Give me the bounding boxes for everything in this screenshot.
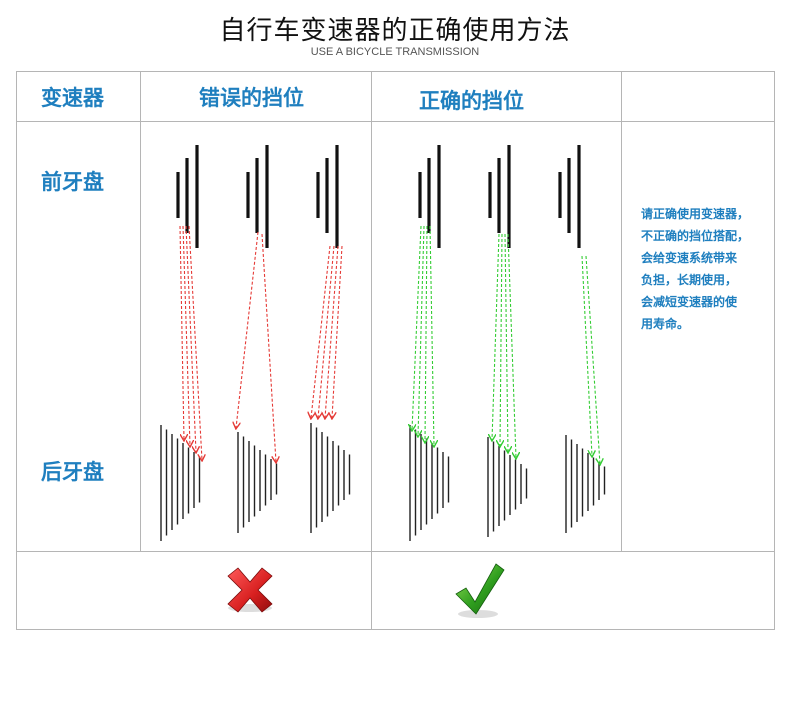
shift-arrow xyxy=(500,233,502,446)
page-subtitle: USE A BICYCLE TRANSMISSION xyxy=(310,46,480,58)
front-chainrings xyxy=(176,145,581,248)
shift-arrow xyxy=(507,233,516,458)
red-cross-icon xyxy=(227,567,273,613)
correct-gear-arrows xyxy=(412,225,600,464)
shift-arrow xyxy=(179,225,184,440)
note-line: 请正确使用变速器， xyxy=(641,207,750,221)
shift-arrow xyxy=(318,245,335,418)
shift-arrow xyxy=(332,245,343,418)
shift-arrow xyxy=(311,245,331,418)
green-check-icon xyxy=(455,563,505,618)
note-line: 用寿命。 xyxy=(641,317,690,331)
shift-arrow xyxy=(185,225,196,452)
header-wrong-gear: 错误的挡位 xyxy=(199,86,304,110)
shift-arrow xyxy=(585,255,600,464)
shift-arrow xyxy=(505,233,508,452)
label-rear-cassette: 后牙盘 xyxy=(41,460,104,484)
shift-arrow xyxy=(261,233,276,462)
shift-arrow xyxy=(492,233,500,440)
rear-cassettes xyxy=(160,423,606,541)
shift-arrow xyxy=(429,225,434,446)
shift-arrow xyxy=(418,225,425,436)
shift-arrow xyxy=(412,225,422,430)
shift-arrow xyxy=(182,225,190,446)
shift-arrow xyxy=(325,245,339,418)
note-line: 会减短变速器的使 xyxy=(641,295,738,309)
wrong-gear-arrows xyxy=(179,225,343,462)
shift-arrow xyxy=(581,255,592,456)
header-derailleur: 变速器 xyxy=(41,86,104,110)
shift-arrow xyxy=(425,225,427,442)
note-line: 不正确的挡位搭配， xyxy=(641,229,750,243)
header-correct-gear: 正确的挡位 xyxy=(419,89,524,113)
note-line: 负担，长期使用， xyxy=(641,273,738,287)
table-grid xyxy=(16,71,775,630)
page-title: 自行车变速器的正确使用方法 xyxy=(219,16,571,46)
note-line: 会给变速系统带来 xyxy=(641,251,738,265)
shift-arrow xyxy=(236,231,259,428)
usage-note: 请正确使用变速器， 不正确的挡位搭配， 会给变速系统带来 负担，长期使用， 会减… xyxy=(641,203,769,335)
label-front-chainring: 前牙盘 xyxy=(41,170,104,194)
shift-arrow xyxy=(188,225,202,460)
